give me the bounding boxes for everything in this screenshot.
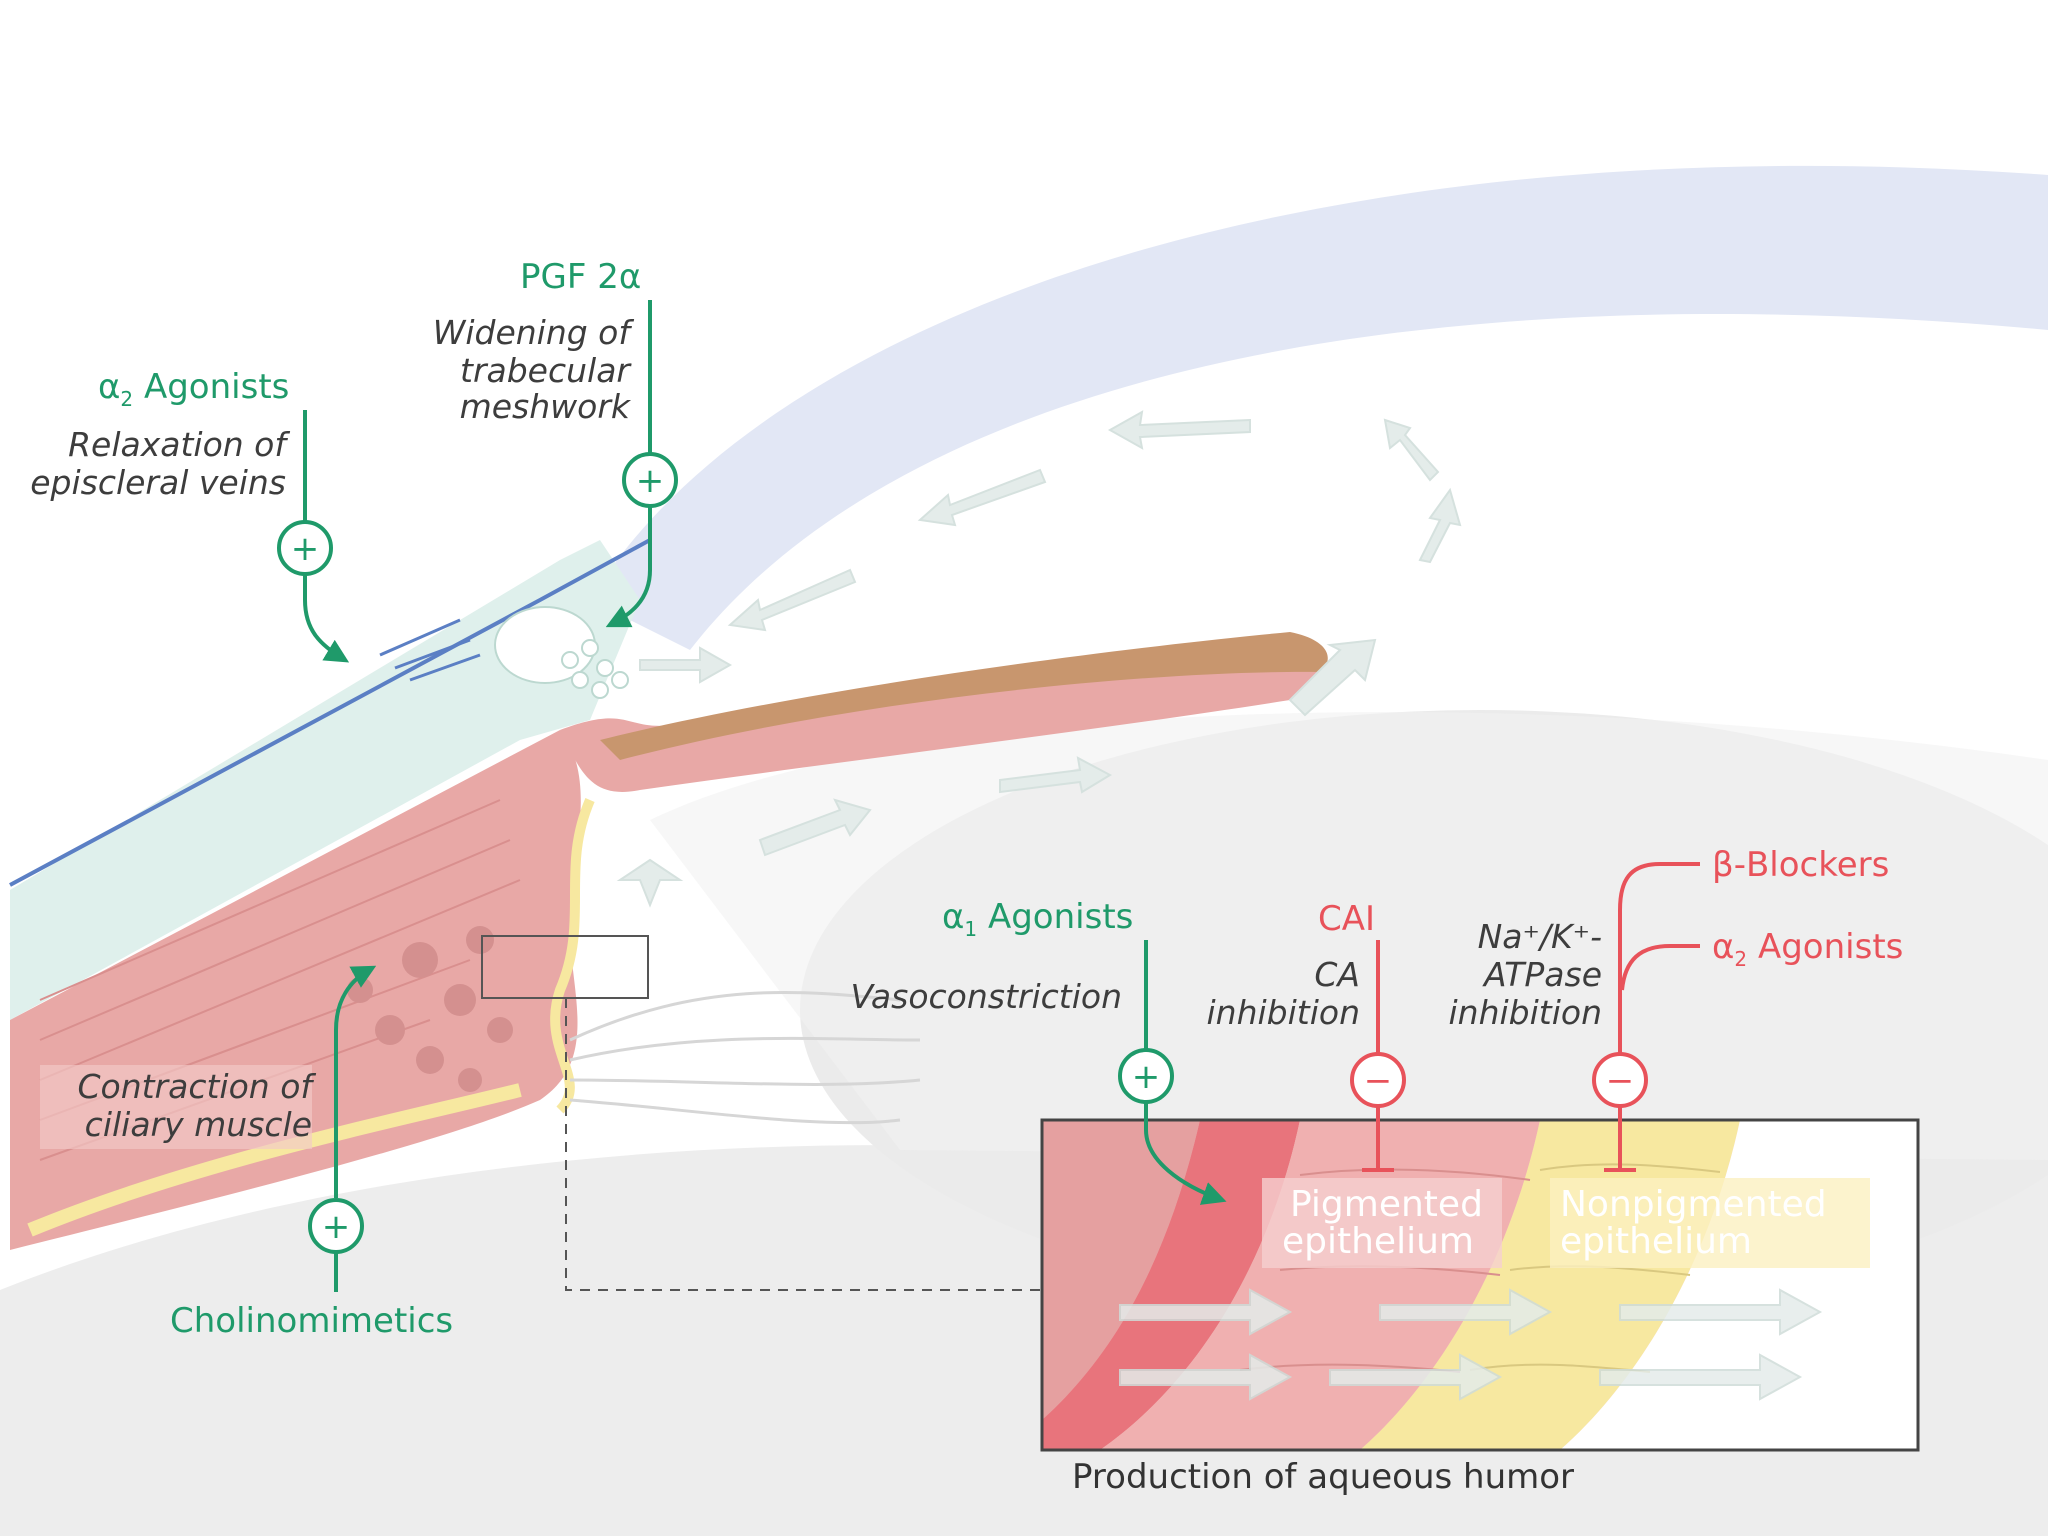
aqueous-flow-arrows (616, 410, 1462, 908)
svg-text:Nonpigmented: Nonpigmented (1560, 1184, 1827, 1225)
pgf-drug-label: PGF 2α (520, 257, 641, 297)
nonpigmented-epithelium-label: Nonpigmented epithelium (1550, 1178, 1870, 1268)
pgf-group: PGF 2α Widening of trabecular meshwork + (433, 257, 678, 628)
a2-outflow-effect-line1: Relaxation of (68, 425, 290, 464)
a2-outflow-group: α2 Agonists Relaxation of episcleral vei… (30, 367, 350, 663)
a1-effect-label: Vasoconstriction (850, 977, 1122, 1016)
cholino-effect-line2: ciliary muscle (85, 1105, 312, 1144)
episcleral-vein (9, 538, 651, 887)
lens-upper-arc (650, 712, 2048, 1160)
cai-drug-label: CAI (1318, 899, 1375, 939)
zonule-fibers (569, 990, 921, 1125)
pgf-effect-line3: meshwork (460, 387, 632, 426)
svg-text:Pigmented: Pigmented (1290, 1184, 1483, 1225)
production-inset (1042, 1120, 1918, 1450)
a2-outflow-drug-label: α2 Agonists (98, 367, 289, 411)
cholino-effect-line1: Contraction of (77, 1067, 316, 1106)
svg-text:−: − (1606, 1061, 1635, 1101)
cai-effect-line2: inhibition (1207, 993, 1361, 1032)
a2-outflow-effect-line2: episcleral veins (30, 463, 286, 502)
pgf-effect-line1: Widening of (433, 313, 635, 352)
cholino-drug-label: Cholinomimetics (170, 1301, 453, 1341)
cai-group: CAI CA inhibition − (1207, 899, 1406, 1172)
svg-text:epithelium: epithelium (1282, 1221, 1474, 1262)
atpase-effect-line2: ATPase (1482, 955, 1602, 994)
trabecular-meshwork (494, 606, 629, 699)
a1-drug-label: α1 Agonists (942, 897, 1133, 941)
svg-text:+: + (1132, 1057, 1161, 1097)
pigmented-epithelium-label: Pigmented epithelium (1262, 1178, 1502, 1268)
cholino-group: Contraction of ciliary muscle + Cholinom… (40, 965, 453, 1341)
trabecular-region (10, 540, 640, 1020)
pgf-effect-line2: trabecular (460, 351, 632, 390)
svg-text:epithelium: epithelium (1560, 1221, 1752, 1262)
svg-text:+: + (291, 529, 320, 569)
atpase-effect-line1: Na⁺/K⁺- (1478, 917, 1602, 956)
atpase-group: Na⁺/K⁺- ATPase inhibition β-Blockers α2 … (1449, 845, 1903, 1172)
svg-text:+: + (636, 461, 665, 501)
svg-text:+: + (322, 1207, 351, 1247)
a1-group: α1 Agonists Vasoconstriction + (850, 897, 1227, 1205)
iris-pigment (600, 632, 1328, 760)
svg-text:−: − (1364, 1061, 1393, 1101)
a2-production-drug-label: α2 Agonists (1712, 927, 1903, 971)
zoom-leader-line (565, 998, 1042, 1291)
atpase-effect-line3: inhibition (1449, 993, 1603, 1032)
cai-effect-line1: CA (1314, 955, 1360, 994)
inset-caption: Production of aqueous humor (1072, 1457, 1574, 1497)
beta-blockers-label: β-Blockers (1712, 845, 1889, 885)
cornea-band (590, 165, 2048, 650)
